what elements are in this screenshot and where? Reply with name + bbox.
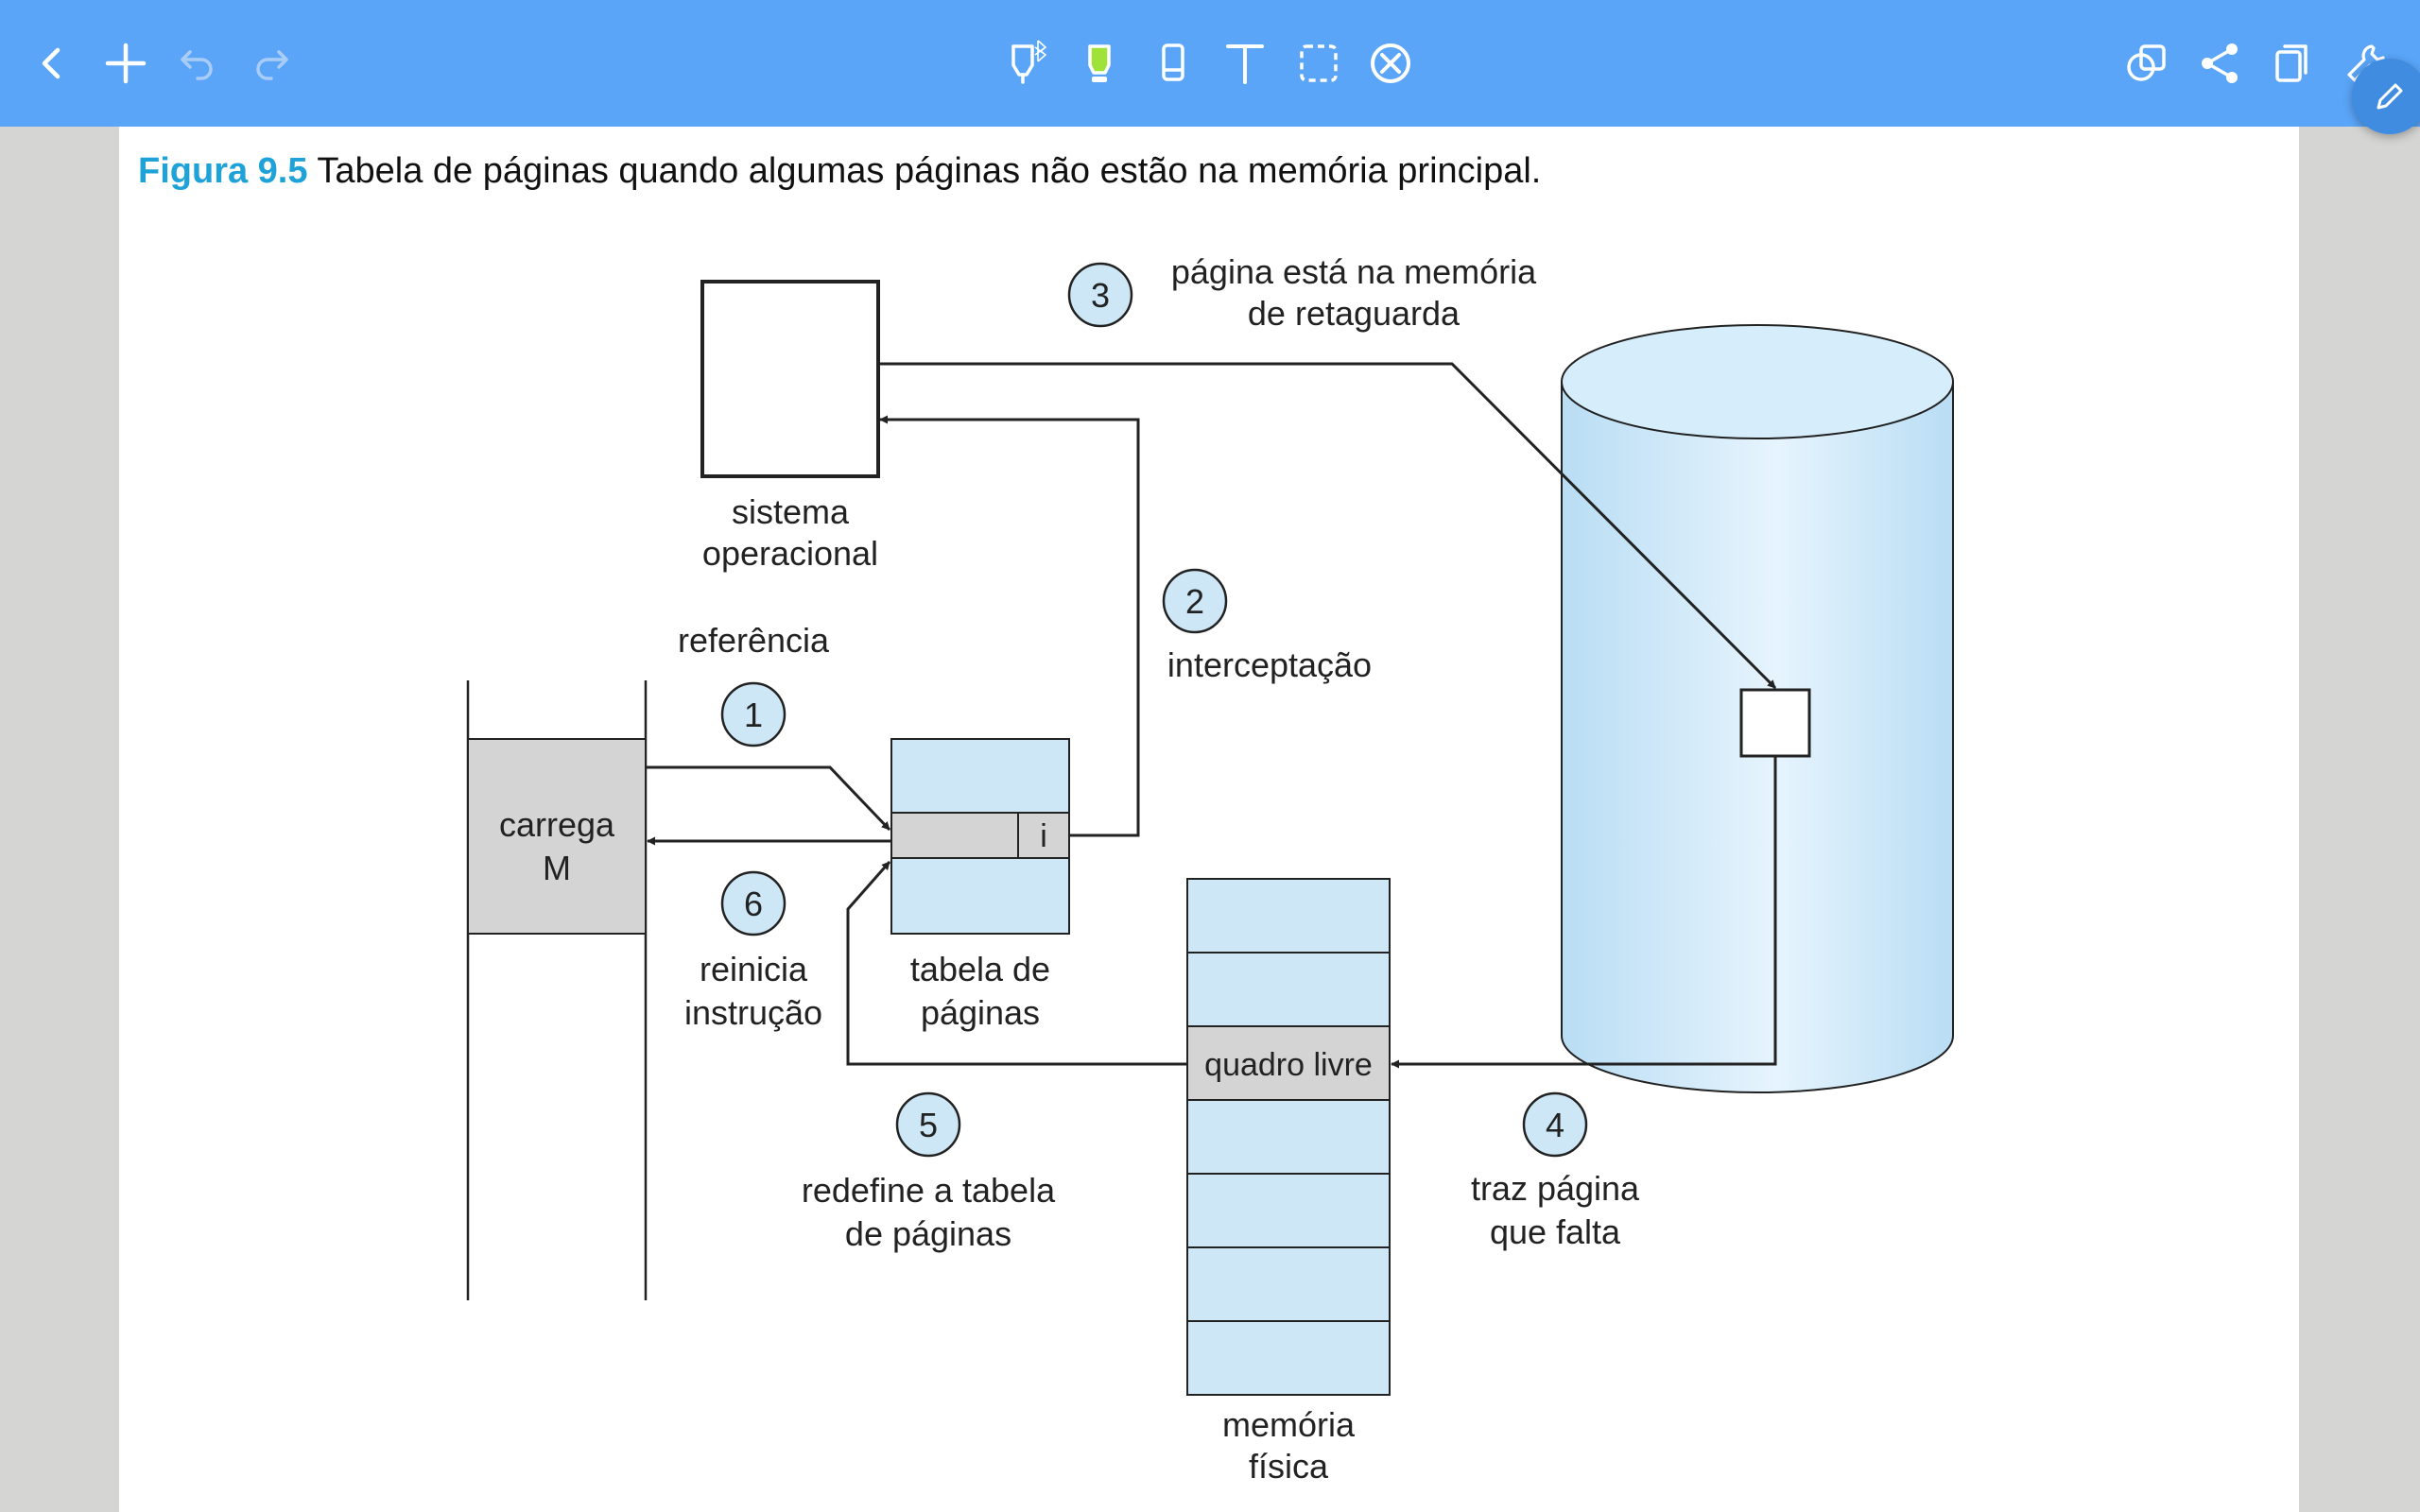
undo-button[interactable] — [164, 30, 231, 96]
load-label-line2: M — [543, 849, 571, 887]
backing-store-cylinder — [1561, 324, 1954, 1093]
physical-memory — [1186, 878, 1391, 1396]
free-frame-label: quadro livre — [1204, 1047, 1373, 1083]
top-toolbar — [0, 0, 2420, 127]
step-6-label-line1: reinicia — [700, 950, 808, 988]
os-label-line2: operacional — [702, 534, 878, 573]
invalid-bit: i — [1040, 818, 1047, 854]
arrow-bring-in-page — [1391, 756, 1777, 1069]
pen-bluetooth-icon — [1011, 40, 1047, 84]
svg-text:1: 1 — [744, 696, 763, 734]
step-4-label-line2: que falta — [1490, 1212, 1621, 1251]
step-4-label-line1: traz página — [1471, 1169, 1640, 1208]
shape-remove-icon — [1371, 43, 1410, 83]
page-table-entry — [890, 812, 1070, 859]
highlighter-icon — [1088, 44, 1111, 82]
step-3: 3 — [1067, 262, 1133, 328]
load-label-line1: carrega — [499, 805, 615, 844]
figure-caption: Figura 9.5 Tabela de páginas quando algu… — [138, 151, 1541, 192]
document-page: Figura 9.5 Tabela de páginas quando algu… — [119, 127, 2299, 1512]
step-3-label-line2: de retaguarda — [1248, 294, 1461, 333]
figure-caption-text: Tabela de páginas quando algumas páginas… — [317, 151, 1542, 191]
text-icon — [1226, 44, 1264, 84]
add-button[interactable] — [93, 30, 159, 96]
redo-button[interactable] — [238, 30, 304, 96]
redo-icon — [256, 50, 288, 80]
svg-text:6: 6 — [744, 885, 763, 923]
back-button[interactable] — [19, 30, 85, 96]
undo-icon — [181, 50, 213, 80]
overlay-icon — [2127, 44, 2166, 81]
overlay-button[interactable] — [2114, 30, 2180, 96]
step-6: 6 — [720, 870, 786, 936]
eraser-tool-button[interactable] — [1140, 30, 1206, 96]
step-6-label-line2: instrução — [684, 993, 822, 1032]
step-2: 2 — [1162, 568, 1228, 634]
step-4: 4 — [1522, 1091, 1588, 1158]
os-label-line1: sistema — [732, 492, 850, 531]
page-fault-diagram: sistema operacional carrega M referência… — [466, 252, 1954, 1486]
shape-remove-button[interactable] — [1357, 30, 1424, 96]
edit-fab-button[interactable] — [2352, 59, 2420, 134]
page-table-label-line1: tabela de — [910, 950, 1050, 988]
eraser-icon — [1162, 43, 1184, 81]
step-3-label-line1: página está na memória — [1171, 252, 1537, 291]
text-tool-button[interactable] — [1212, 30, 1278, 96]
arrow-reference — [646, 765, 891, 832]
step-5-label-line1: redefine a tabela — [802, 1171, 1056, 1210]
svg-text:5: 5 — [919, 1106, 938, 1144]
step-5-label-line2: de páginas — [845, 1214, 1011, 1253]
add-icon — [105, 43, 147, 84]
highlighter-tool-button[interactable] — [1066, 30, 1132, 96]
svg-text:2: 2 — [1185, 582, 1204, 621]
svg-text:4: 4 — [1546, 1106, 1564, 1144]
disk-page-box — [1739, 688, 1811, 758]
lasso-select-icon — [1300, 44, 1338, 82]
copy-button[interactable] — [2259, 30, 2325, 96]
reference-label: referência — [678, 621, 830, 660]
operating-system-box — [700, 280, 880, 478]
physical-memory-label-line1: memória — [1222, 1405, 1356, 1444]
step-2-label: interceptação — [1167, 645, 1372, 684]
pencil-icon — [2377, 83, 2403, 110]
copy-icon — [2275, 44, 2308, 82]
arrow-trap — [879, 415, 1140, 837]
back-icon — [42, 47, 60, 79]
arrow-backing-store — [878, 362, 1777, 690]
step-5: 5 — [895, 1091, 961, 1158]
pen-tool-button[interactable] — [994, 30, 1061, 96]
page-table-label-line2: páginas — [921, 993, 1040, 1032]
page-table: i — [890, 738, 1070, 935]
lasso-select-button[interactable] — [1286, 30, 1352, 96]
load-instruction-box — [467, 738, 647, 935]
share-button[interactable] — [2187, 30, 2254, 96]
physical-memory-label-line2: física — [1249, 1447, 1329, 1486]
svg-text:3: 3 — [1091, 276, 1110, 315]
free-frame — [1186, 1025, 1391, 1101]
figure-label: Figura 9.5 — [138, 151, 308, 191]
share-icon — [2202, 43, 2238, 83]
step-1: 1 — [720, 681, 786, 747]
arrow-reset-table — [846, 861, 1187, 1066]
